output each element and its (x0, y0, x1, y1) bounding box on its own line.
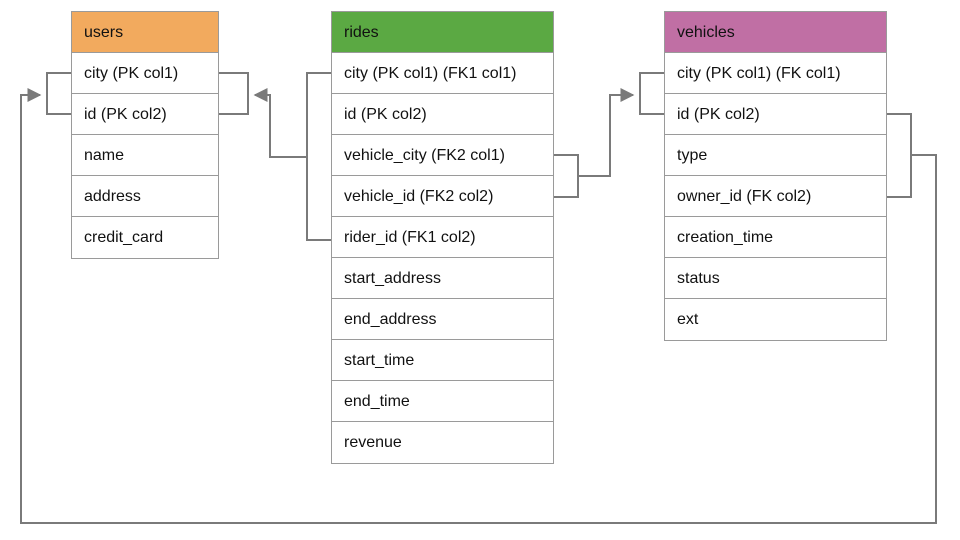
field-vehicles-ext[interactable]: ext (677, 311, 699, 328)
field-rides-rider-id[interactable]: rider_id (FK1 col2) (332, 217, 553, 258)
users-right-bracket (219, 72, 249, 115)
field-vehicles-type[interactable]: type (665, 135, 886, 176)
field-vehicles-id[interactable]: id (PK col2) (665, 94, 886, 135)
field-users-credit-card[interactable]: credit_card (84, 229, 164, 246)
entity-vehicles[interactable]: vehicles city (PK col1) (FK col1) id (PK… (664, 11, 887, 341)
field-rides-start-address[interactable]: start_address (332, 258, 553, 299)
field-vehicles-city[interactable]: city (PK col1) (FK col1) (665, 53, 886, 94)
field-rides-vehicle-id[interactable]: vehicle_id (FK2 col2) (332, 176, 553, 217)
vehicles-left-bracket (639, 72, 664, 115)
field-rides-start-time[interactable]: start_time (332, 340, 553, 381)
field-rides-city[interactable]: city (PK col1) (FK1 col1) (332, 53, 553, 94)
entity-users[interactable]: users city (PK col1) id (PK col2) name a… (71, 11, 219, 259)
field-users-city[interactable]: city (PK col1) (72, 53, 218, 94)
users-left-bracket (46, 72, 71, 115)
relationship-rides-fk2-to-vehicles (578, 88, 635, 177)
entity-rides[interactable]: rides city (PK col1) (FK1 col1) id (PK c… (331, 11, 554, 464)
vehicles-right-bracket (887, 113, 912, 198)
field-rides-end-time[interactable]: end_time (332, 381, 553, 422)
field-rides-vehicle-city[interactable]: vehicle_city (FK2 col1) (332, 135, 553, 176)
entity-vehicles-title: vehicles (665, 12, 886, 53)
entity-rides-title: rides (332, 12, 553, 53)
field-vehicles-status[interactable]: status (665, 258, 886, 299)
field-users-id[interactable]: id (PK col2) (72, 94, 218, 135)
field-vehicles-owner-id[interactable]: owner_id (FK col2) (665, 176, 886, 217)
rides-fk2-bracket (554, 154, 579, 198)
field-rides-id[interactable]: id (PK col2) (332, 94, 553, 135)
entity-users-title: users (72, 12, 218, 53)
field-rides-revenue[interactable]: revenue (344, 434, 402, 451)
field-users-name[interactable]: name (72, 135, 218, 176)
rides-fk1-bracket (306, 72, 331, 241)
relationship-rides-fk1-to-users (253, 88, 307, 158)
field-vehicles-creation-time[interactable]: creation_time (665, 217, 886, 258)
field-rides-end-address[interactable]: end_address (332, 299, 553, 340)
field-users-address[interactable]: address (72, 176, 218, 217)
